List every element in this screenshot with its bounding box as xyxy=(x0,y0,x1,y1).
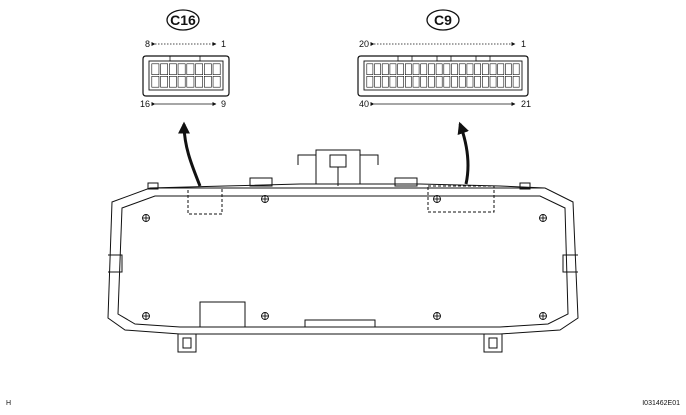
pin-cavity xyxy=(489,76,497,88)
pin-cavity xyxy=(451,63,458,75)
pin-cavity xyxy=(443,63,451,75)
pin-cavity xyxy=(186,63,195,75)
pin-cavity xyxy=(404,76,412,88)
pin-cavity xyxy=(381,63,389,75)
pin-cavity xyxy=(177,76,186,88)
connector-c16: C16 8 1 16 9 xyxy=(140,9,230,109)
pin-cavity xyxy=(443,76,451,88)
pin-cavity xyxy=(420,76,428,88)
connector-c16-pin-top-right: 1 xyxy=(221,39,226,49)
connector-c16-pin-bottom-right: 9 xyxy=(221,99,226,109)
pin-cavity xyxy=(389,63,397,75)
connector-c16-pin-top-left: 8 xyxy=(145,39,150,49)
pin-cavity xyxy=(212,76,221,88)
screw-holes xyxy=(142,195,547,320)
pin-cavity xyxy=(151,76,160,88)
pin-cavity xyxy=(428,63,435,75)
corner-letter: H xyxy=(6,400,11,407)
pin-cavity xyxy=(366,63,374,75)
pin-cavity xyxy=(505,76,512,88)
pin-cavity xyxy=(397,76,405,88)
pin-cavity xyxy=(451,76,458,88)
pin-cavity xyxy=(497,63,505,75)
pin-cavity xyxy=(474,76,482,88)
combination-meter-housing xyxy=(107,149,579,353)
pin-cavity xyxy=(412,63,420,75)
figure-code: I031462E01 xyxy=(642,400,680,407)
pin-cavity xyxy=(169,63,177,75)
connector-c9-pin-bottom-left: 40 xyxy=(359,99,369,109)
pin-cavity xyxy=(512,76,520,88)
pin-cavity xyxy=(374,63,381,75)
pin-cavity xyxy=(366,76,374,88)
connector-c9-pin-top-right: 1 xyxy=(521,39,526,49)
pin-cavity xyxy=(412,76,420,88)
pin-cavity xyxy=(381,76,389,88)
pin-cavity xyxy=(151,63,160,75)
pin-cavity xyxy=(212,63,221,75)
pin-cavity xyxy=(195,63,204,75)
pin-cavity xyxy=(160,63,169,75)
pin-cavity xyxy=(397,63,405,75)
pin-cavity xyxy=(481,76,489,88)
pin-cavity xyxy=(204,76,212,88)
connector-c9-pin-top-left: 20 xyxy=(359,39,369,49)
pin-cavity xyxy=(458,76,466,88)
pin-cavity xyxy=(404,63,412,75)
connector-c16-badge xyxy=(166,9,200,31)
connector-c9: C9 20 1 40 21 xyxy=(357,9,531,109)
pin-cavity xyxy=(374,76,381,88)
pin-cavity xyxy=(512,63,520,75)
pointer-arrow-c9 xyxy=(457,121,470,185)
connector-c9-pin-bottom-right: 21 xyxy=(521,99,531,109)
connector-c16-label: C16 xyxy=(170,12,196,28)
pin-cavity xyxy=(458,63,466,75)
connector-c9-label: C9 xyxy=(434,12,452,28)
pointer-arrow-c16 xyxy=(178,121,202,187)
pin-cavity xyxy=(195,76,204,88)
connector-c9-body xyxy=(357,55,529,97)
pin-cavity xyxy=(160,76,169,88)
pin-cavity xyxy=(428,76,435,88)
pin-cavity xyxy=(435,76,443,88)
pin-cavity xyxy=(505,63,512,75)
pin-cavity xyxy=(420,63,428,75)
pin-cavity xyxy=(435,63,443,75)
pin-cavity xyxy=(186,76,195,88)
pin-cavity xyxy=(489,63,497,75)
connector-c16-body xyxy=(142,55,230,97)
connector-c9-badge xyxy=(426,9,460,31)
pin-cavity xyxy=(204,63,212,75)
connector-c16-pin-bottom-left: 16 xyxy=(140,99,150,109)
pin-cavity xyxy=(389,76,397,88)
pin-cavity xyxy=(169,76,177,88)
pin-cavity xyxy=(474,63,482,75)
pin-cavity xyxy=(481,63,489,75)
pin-cavity xyxy=(497,76,505,88)
pin-cavity xyxy=(177,63,186,75)
pin-cavity xyxy=(466,63,474,75)
pin-cavity xyxy=(466,76,474,88)
